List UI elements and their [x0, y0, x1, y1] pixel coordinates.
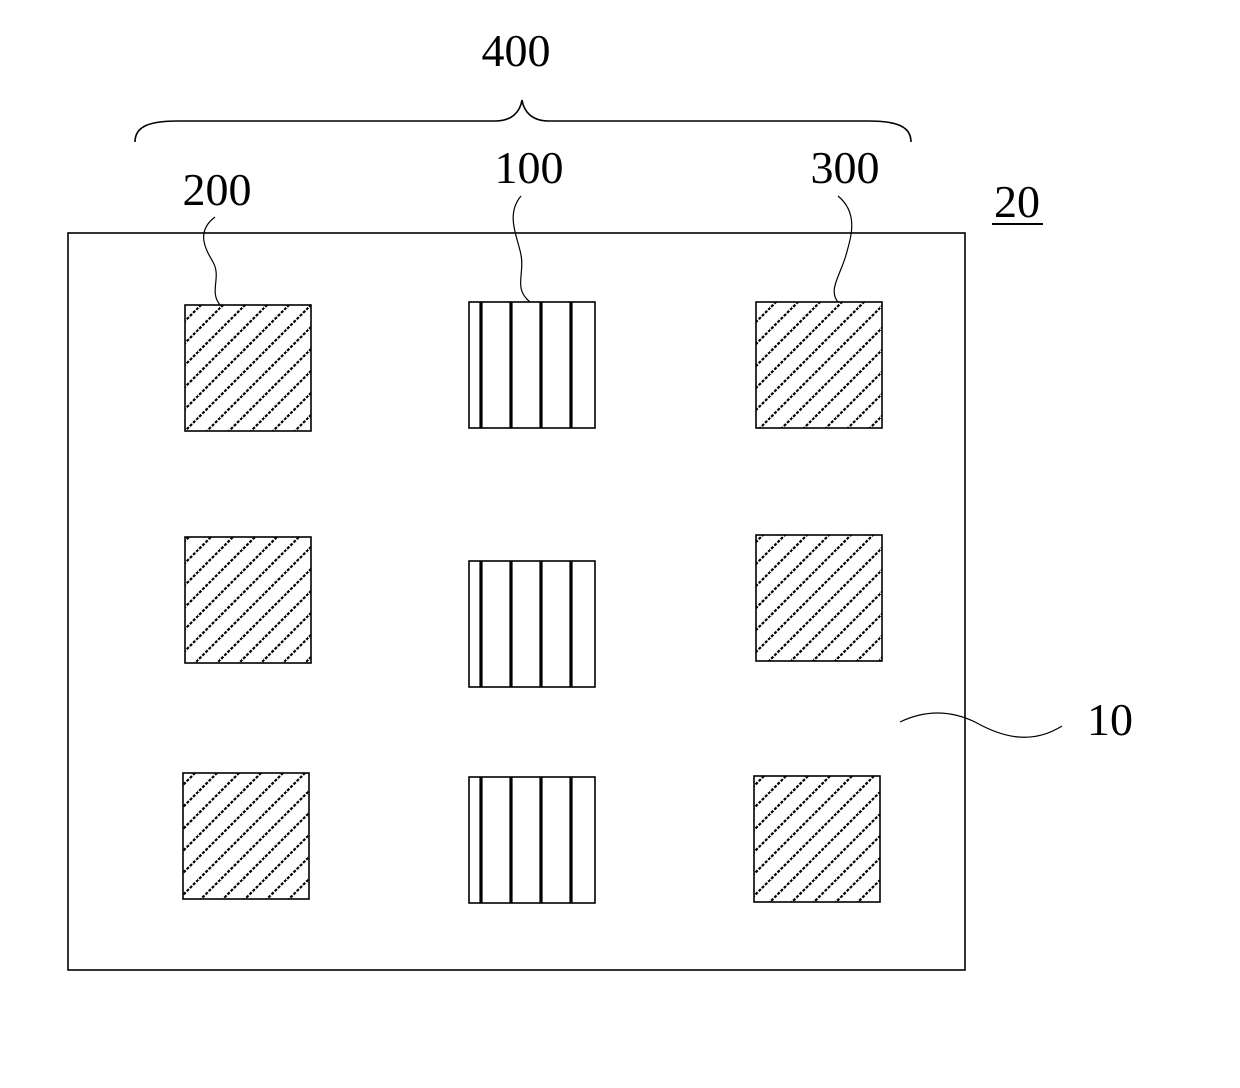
element-300-row-2: [756, 535, 882, 661]
label-20: 20: [994, 176, 1040, 227]
element-200-row-3: [183, 773, 309, 899]
element-100-row-2: [469, 561, 595, 687]
leader-300: [834, 196, 852, 302]
leader-10: [900, 713, 1062, 737]
vertical-hatched-square: [469, 302, 595, 428]
element-300-row-1: [756, 302, 882, 428]
label-10: 10: [1087, 694, 1133, 745]
diagonal-hatched-square: [185, 305, 311, 431]
element-300-row-3: [754, 776, 880, 902]
diagonal-hatched-square: [756, 535, 882, 661]
diagonal-hatched-square: [756, 302, 882, 428]
element-200-row-2: [185, 537, 311, 663]
vertical-hatched-square: [469, 561, 595, 687]
label-300: 300: [811, 142, 880, 193]
element-grid: [183, 302, 882, 903]
diagonal-hatched-square: [185, 537, 311, 663]
leader-200: [204, 217, 221, 306]
label-100: 100: [495, 142, 564, 193]
element-100-row-1: [469, 302, 595, 428]
diagonal-hatched-square: [183, 773, 309, 899]
label-200: 200: [183, 164, 252, 215]
diagonal-hatched-square: [754, 776, 880, 902]
leader-100: [513, 196, 530, 302]
label-400: 400: [482, 25, 551, 76]
vertical-hatched-square: [469, 777, 595, 903]
element-100-row-3: [469, 777, 595, 903]
group-brace: [135, 100, 911, 142]
element-200-row-1: [185, 305, 311, 431]
